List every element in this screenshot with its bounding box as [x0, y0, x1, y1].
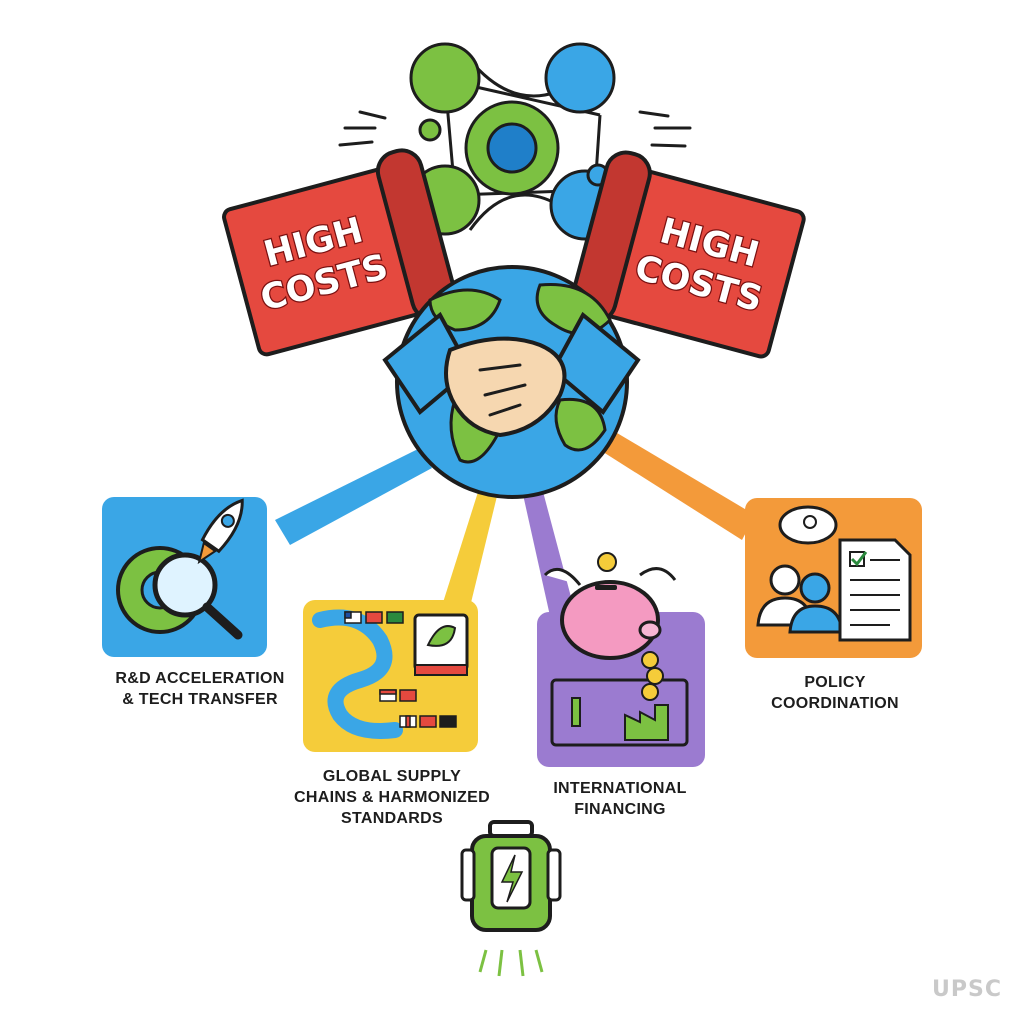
- ray-policy: [600, 430, 755, 540]
- pillar-label-rd: R&D ACCELERATION & TECH TRANSFER: [95, 668, 305, 710]
- policy-tile: [745, 498, 922, 658]
- ray-rd: [275, 448, 432, 545]
- storefront-leaf-icon: [413, 613, 469, 676]
- pillar-label-rd-line2: & TECH TRANSFER: [122, 691, 278, 708]
- pillar-label-financing-line2: FINANCING: [574, 801, 666, 818]
- rd-tile: [102, 497, 267, 657]
- flag-icon: [344, 611, 457, 728]
- watermark: UPSC: [932, 977, 1002, 1002]
- pillar-label-supply: GLOBAL SUPPLY CHAINS & HARMONIZED STANDA…: [272, 766, 512, 829]
- checklist-document-icon: [838, 538, 912, 642]
- pillar-label-policy: POLICY COORDINATION: [735, 672, 935, 714]
- pillar-label-policy-line2: COORDINATION: [771, 695, 899, 712]
- connector-rays: [275, 430, 755, 616]
- high-costs-banner-left: HIGH COSTS: [222, 148, 458, 357]
- pillar-label-supply-line3: STANDARDS: [341, 810, 443, 827]
- financing-tile: [537, 552, 705, 767]
- flying-piggy-bank-icon: [543, 567, 677, 660]
- magnifier-icon: [152, 552, 243, 640]
- factory-chart-icon: [550, 678, 689, 747]
- puzzle-path-icon: [312, 609, 403, 739]
- speech-bubble-icon: [778, 505, 838, 545]
- ray-supply: [440, 492, 498, 615]
- handshake-icon: [382, 311, 641, 438]
- ray-financing: [522, 488, 575, 616]
- coin-icon: [597, 552, 664, 701]
- pillar-label-supply-line2: CHAINS & HARMONIZED: [294, 789, 490, 806]
- high-costs-banner-right: HIGH COSTS: [569, 150, 806, 359]
- pillar-label-policy-line1: POLICY: [804, 674, 866, 691]
- pillar-label-supply-line1: GLOBAL SUPPLY: [322, 768, 462, 785]
- pillar-label-financing-line1: INTERNATIONAL: [553, 780, 687, 797]
- rocket-icon: [197, 498, 244, 565]
- pillar-label-rd-line1: R&D ACCELERATION: [115, 670, 285, 687]
- supply-tile: [303, 600, 478, 752]
- pillar-label-financing: INTERNATIONAL FINANCING: [530, 778, 710, 820]
- battery-device-icon: [460, 820, 562, 977]
